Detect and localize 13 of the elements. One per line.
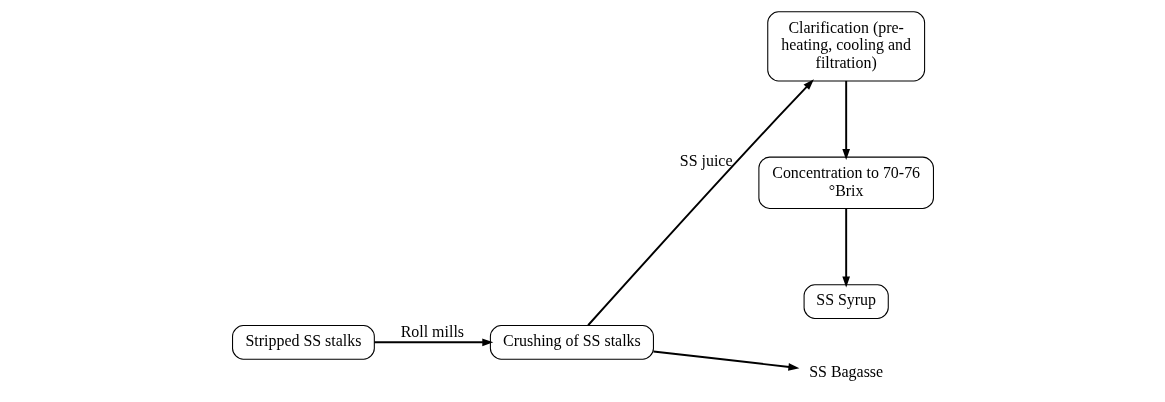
arrow	[841, 207, 850, 288]
node-box: Crushing of SS stalks	[489, 324, 654, 360]
node-box: SS Syrup	[803, 284, 889, 319]
arrow	[841, 79, 850, 160]
node-box: Concentration to 70-76 °Brix	[757, 156, 934, 210]
arrow	[372, 338, 493, 347]
arrow	[651, 350, 799, 371]
node-text: SS Bagasse	[808, 363, 883, 381]
edge-label: SS juice	[679, 152, 733, 170]
edge-label: Roll mills	[400, 323, 464, 341]
node-box: Clarification (pre-heating, cooling and filtration)	[766, 11, 925, 82]
node-box: Stripped SS stalks	[231, 324, 375, 360]
arrow	[586, 79, 814, 327]
